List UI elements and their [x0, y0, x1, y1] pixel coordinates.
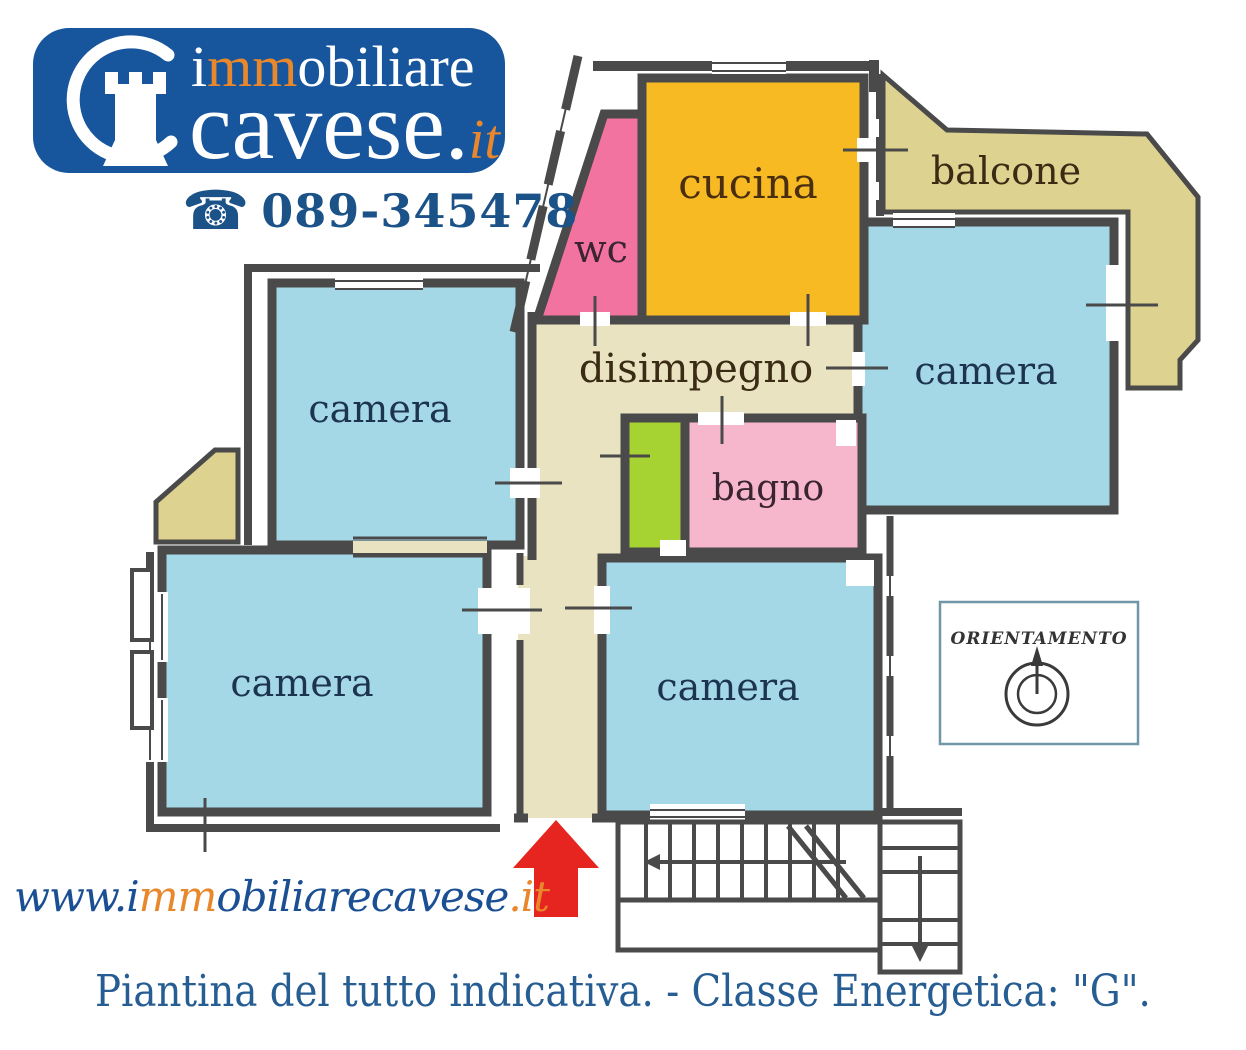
label-camera-bottom-left: camera: [230, 661, 373, 705]
room-wc: [530, 109, 647, 325]
left-ledge: [130, 568, 154, 642]
brand-part: i: [191, 34, 208, 99]
room-balcone: [880, 69, 1201, 391]
window-opening: [836, 420, 856, 446]
telephone-icon: ☎: [182, 179, 250, 242]
door-opening: [594, 586, 610, 634]
compass-needle-tip: [1031, 646, 1043, 666]
label-balcone: balcone: [931, 149, 1081, 193]
url-part-accent: mm: [138, 872, 218, 921]
window-opening: [335, 276, 423, 290]
door-opening: [846, 560, 874, 586]
brand-part: obiliare: [297, 34, 475, 99]
brand-part: .: [444, 72, 469, 179]
url-tld: .it: [508, 872, 550, 921]
room-camera-top-left: [267, 278, 525, 550]
outer-wall-slanted-glazing: [513, 55, 579, 333]
brand-part: cavese: [189, 72, 445, 179]
orientation-box: ORIENTAMENTO: [938, 600, 1140, 746]
disclaimer-text: Piantina del tutto indicativa. - Classe …: [95, 966, 1151, 1017]
entrance-arrow: [513, 820, 599, 917]
hallway-area-corridor: [518, 556, 602, 818]
brand-name-line2: cavese.it: [189, 78, 500, 174]
logo-castle-mark: [66, 35, 178, 166]
hallway-area-mid: [528, 422, 625, 556]
staircase: [615, 819, 963, 975]
brand-part-accent: mm: [207, 34, 298, 99]
url-part: obiliarecavese: [216, 872, 509, 921]
website-url: www.immobiliarecavese.it: [14, 872, 550, 921]
room-camera-bottom-mid: [597, 553, 883, 820]
window-opening: [1106, 265, 1120, 341]
left-balcony: [153, 447, 241, 545]
label-bagno: bagno: [712, 468, 824, 509]
room-camera-top-right: [853, 217, 1119, 515]
hallway-area-top: [528, 316, 860, 422]
label-camera-top-right: camera: [914, 349, 1057, 393]
room-ripostiglio: [620, 413, 690, 557]
brand-name-line1: immobiliare: [191, 38, 475, 96]
phone-number: 089-345478: [261, 184, 579, 238]
stair-arrowhead-left: [644, 854, 660, 870]
stair-flight-upper: [615, 819, 883, 953]
phone-row: ☎ 089-345478: [182, 179, 579, 242]
castle-tower-icon: [103, 72, 168, 166]
disclaimer-caption: Piantina del tutto indicativa. - Classe …: [0, 966, 1246, 1017]
label-wc: wc: [574, 227, 628, 271]
orientation-frame: [938, 600, 1140, 746]
label-camera-bottom-mid: camera: [656, 665, 799, 709]
agency-logo: immobiliare cavese.it: [33, 28, 505, 174]
outer-wall-camera-tl: [244, 264, 540, 545]
room-bagno: [680, 413, 867, 557]
room-camera-bottom-left: [157, 545, 492, 817]
door-opening: [660, 540, 686, 556]
orientation-title: ORIENTAMENTO: [950, 629, 1127, 649]
hallway-spur-walls: [353, 536, 487, 558]
left-ledge: [130, 650, 154, 730]
label-cucina: cucina: [678, 159, 818, 208]
hallway-spur: [353, 541, 487, 553]
label-camera-top-left: camera: [308, 387, 451, 431]
door-window-ticks: [203, 148, 1158, 852]
stair-arrowhead-down: [912, 946, 928, 962]
label-disimpegno: disimpegno: [579, 346, 813, 392]
url-part: www.i: [14, 872, 140, 921]
brand-tld: it: [468, 109, 500, 171]
